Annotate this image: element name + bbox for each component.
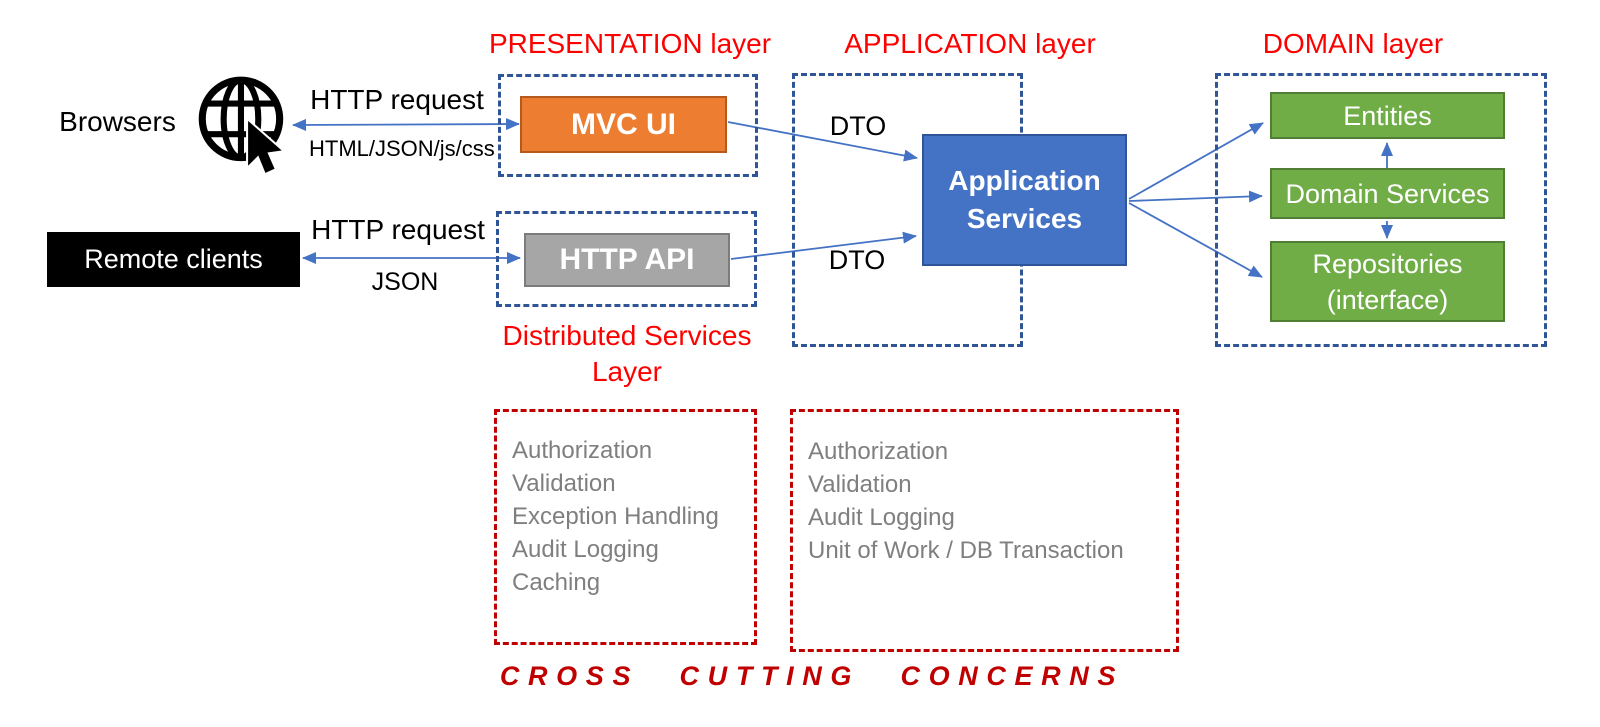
list-item: Validation (808, 471, 912, 498)
application-layer-label: APPLICATION layer (844, 28, 1096, 59)
domain-layer-label: DOMAIN layer (1262, 28, 1444, 59)
list-item: Audit Logging (808, 504, 955, 531)
list-item: Caching (512, 569, 601, 596)
application-concerns-container (790, 409, 1179, 652)
http-request-bottom-label: HTTP request (311, 214, 485, 245)
dto-bottom-label: DTO (828, 245, 886, 275)
list-item: Unit of Work / DB Transaction (808, 537, 1124, 564)
http-api-box: HTTP API (524, 233, 730, 287)
dto-top-label: DTO (829, 111, 887, 141)
list-item: Authorization (512, 437, 653, 464)
entities-box: Entities (1270, 92, 1505, 139)
distributed-services-layer-label: Distributed Services Layer (502, 320, 752, 387)
distributed-concerns-list: Authorization Validation Exception Handl… (512, 434, 719, 599)
browsers-label: Browsers (59, 106, 176, 137)
presentation-layer-container-top (498, 74, 758, 177)
globe-cursor-icon (198, 76, 287, 176)
list-item: Authorization (808, 438, 949, 465)
arrow-browsers-mvcui (292, 118, 520, 131)
presentation-layer-container-bottom (496, 211, 757, 307)
mvc-ui-box: MVC UI (520, 96, 727, 153)
remote-clients-box: Remote clients (47, 232, 300, 287)
domain-layer-container (1215, 73, 1547, 347)
application-concerns-list: Authorization Validation Audit Logging U… (808, 435, 1124, 567)
json-label: JSON (371, 268, 439, 296)
application-services-box: Application Services (922, 134, 1127, 266)
distributed-concerns-container (494, 409, 757, 645)
domain-services-box: Domain Services (1270, 168, 1505, 219)
cross-cutting-concerns-title: CROSS CUTTING CONCERNS (499, 661, 1125, 691)
list-item: Exception Handling (512, 503, 719, 530)
http-request-top-label: HTTP request (310, 84, 484, 115)
list-item: Audit Logging (512, 536, 659, 563)
repositories-box: Repositories (interface) (1270, 241, 1505, 322)
list-item: Validation (512, 470, 616, 497)
http-response-top-label: HTML/JSON/js/css (309, 136, 495, 161)
presentation-layer-label: PRESENTATION layer (488, 28, 772, 59)
